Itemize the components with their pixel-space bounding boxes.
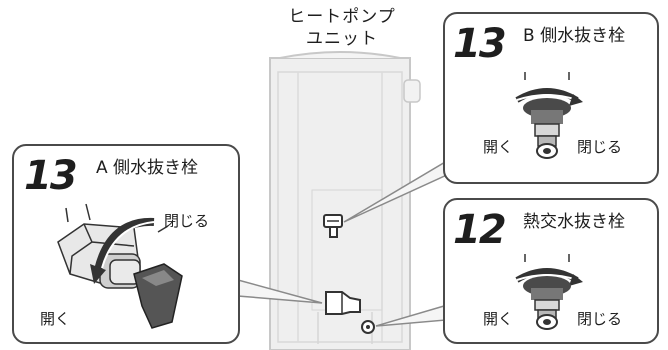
step-title: 熱交水抜き栓	[523, 212, 625, 232]
step-number: 12	[453, 207, 507, 253]
card-a-side-drain-plug: 13 A 側水抜き栓 閉じる 開く	[12, 144, 240, 344]
card-heat-exchanger-drain-plug: 12 熱交水抜き栓 開く 閉じる	[443, 198, 659, 344]
rotate-arrow-icon	[515, 72, 583, 106]
step-title: B 側水抜き栓	[523, 26, 626, 46]
leader-lines	[237, 157, 464, 327]
card-b-side-drain-plug: 13 B 側水抜き栓 開く 閉じる	[443, 12, 659, 184]
unit-heat-exchanger-plug-icon	[361, 320, 375, 334]
drain-valve-a-handle-icon	[133, 263, 183, 329]
step-title: A 側水抜き栓	[96, 158, 199, 178]
drain-valve-c-icon	[523, 276, 571, 330]
close-label: 閉じる	[164, 212, 210, 230]
unit-drain-plug-a-icon	[325, 291, 361, 315]
valve-a-illustration	[57, 203, 183, 329]
open-label: 開く	[483, 138, 514, 156]
step-number: 13	[24, 153, 78, 199]
unit-drain-plug-b-icon	[323, 214, 343, 238]
unit-title-line1: ヒートポンプ	[288, 7, 396, 27]
rotate-arrow-icon	[90, 217, 169, 284]
valve-b-illustration	[515, 72, 583, 159]
unit-title-line2: ユニット	[306, 29, 378, 49]
rotate-arrow-icon	[515, 254, 583, 286]
heat-pump-unit-title: ヒートポンプ ユニット	[262, 6, 422, 50]
valve-c-illustration	[515, 254, 583, 330]
open-label: 開く	[483, 310, 514, 328]
drain-valve-b-icon	[523, 98, 571, 159]
open-label: 開く	[40, 310, 71, 328]
close-label: 閉じる	[577, 138, 623, 156]
close-label: 閉じる	[577, 310, 623, 328]
step-number: 13	[453, 21, 507, 67]
